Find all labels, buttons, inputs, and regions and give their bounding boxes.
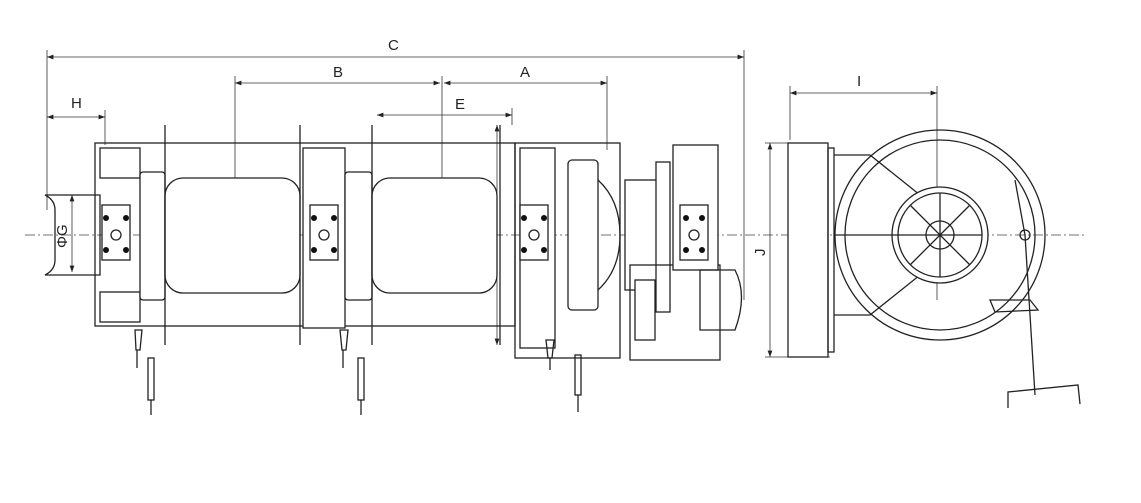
brake-handles bbox=[134, 329, 582, 415]
dim-label-a: A bbox=[520, 64, 530, 81]
dim-label-i: I bbox=[857, 73, 861, 90]
bolt-dots bbox=[103, 215, 705, 253]
dim-label-b: B bbox=[333, 64, 343, 81]
side-view bbox=[787, 129, 1081, 408]
dim-label-h: H bbox=[71, 95, 82, 112]
front-view bbox=[44, 125, 743, 415]
dim-label-e: E bbox=[455, 96, 465, 113]
dim-label-c: C bbox=[388, 37, 399, 54]
dim-label-g: ΦG bbox=[54, 224, 71, 248]
dim-label-j: J bbox=[752, 249, 769, 257]
